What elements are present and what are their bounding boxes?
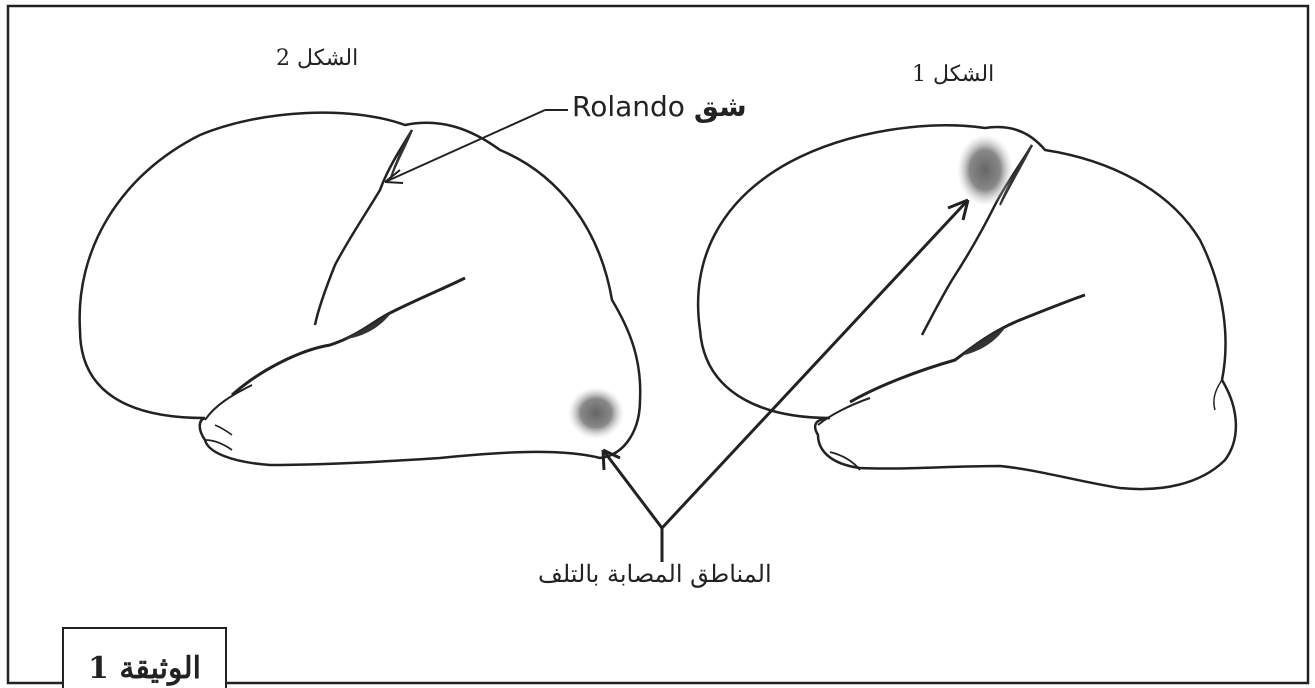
brain-2-outline [78, 111, 642, 467]
rolando-latin: Rolando [572, 90, 685, 123]
rolando-arabic: شق [693, 90, 747, 123]
brain-1-central-sulcus [920, 144, 1034, 336]
brain-1-damaged-area [957, 134, 1013, 206]
brain-1-lower-fold-1 [829, 451, 861, 471]
rolando-label: Rolando شق [572, 90, 747, 123]
figure-2-label: الشكل 2 [276, 46, 359, 71]
brain-2-temporal-fold [204, 384, 253, 421]
figure-1-label: الشكل 1 [912, 62, 995, 87]
brain-1-outline [696, 124, 1238, 491]
brain-2-damaged-area [568, 387, 624, 439]
brain-figure-1 [696, 124, 1238, 491]
brain-figure-2 [78, 111, 642, 467]
brain-1-lateral-sulcus-shade [960, 328, 1005, 356]
brain-2-central-sulcus [313, 129, 414, 326]
rolando-pointer [384, 109, 568, 184]
brain-2-lower-fold-2 [214, 424, 233, 436]
document-label: الوثيقة 1 [88, 651, 201, 686]
brain-2-lower-fold-1 [204, 439, 233, 451]
document-tab: الوثيقة 1 [62, 627, 227, 688]
brain-1-lower-fold-2 [1213, 379, 1223, 411]
damage-pointers [601, 198, 970, 562]
document-frame [6, 4, 1310, 685]
damaged-areas-label: المناطق المصابة بالتلف [538, 560, 772, 588]
brain-1-temporal-fold [817, 397, 871, 426]
brain-1-central-sulcus-shade [999, 144, 1033, 206]
